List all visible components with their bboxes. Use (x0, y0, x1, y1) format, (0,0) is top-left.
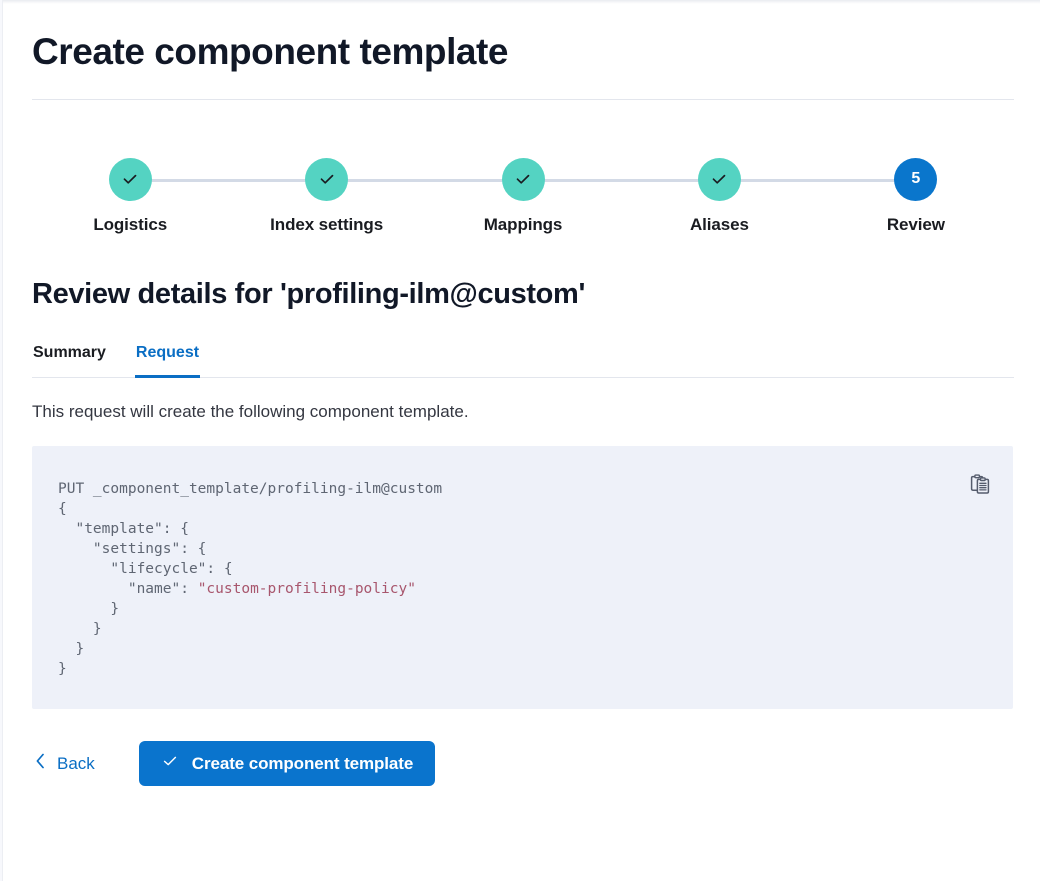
step-label: Aliases (690, 214, 749, 234)
copy-clipboard-icon[interactable] (965, 468, 997, 500)
window-left-edge (0, 0, 3, 881)
step-label: Review (886, 214, 945, 234)
create-component-template-label: Create component template (191, 753, 414, 773)
tab-summary[interactable]: Summary (32, 338, 107, 377)
page-title: Create component template (32, 31, 509, 72)
back-button[interactable]: Back (32, 746, 97, 781)
step-label: Index settings (270, 214, 384, 234)
step-connector (523, 178, 720, 182)
tab-request[interactable]: Request (134, 338, 201, 378)
window-top-edge (0, 0, 1040, 4)
request-code-panel: PUT _component_template/profiling-ilm@cu… (32, 446, 1013, 710)
step-review[interactable]: 5 Review (818, 157, 1014, 235)
page-body: Create component template Logistics (32, 0, 1014, 787)
code-body-after: } } } } (58, 601, 120, 678)
check-icon (161, 752, 179, 775)
check-icon (709, 169, 729, 189)
code-string-value: "custom-profiling-policy" (197, 581, 416, 598)
step-indicator-complete[interactable] (697, 157, 741, 201)
wizard-actions: Back Create component template (32, 741, 1014, 787)
request-code-block: PUT _component_template/profiling-ilm@cu… (32, 446, 1013, 679)
review-tabs: Summary Request (32, 338, 1014, 378)
step-indicator-current[interactable]: 5 (894, 157, 938, 201)
request-description: This request will create the following c… (32, 401, 469, 421)
step-mappings[interactable]: Mappings (425, 157, 720, 235)
step-connector (326, 178, 524, 182)
check-icon (317, 169, 337, 189)
step-logistics[interactable]: Logistics (32, 157, 327, 235)
wizard-stepper: Logistics Index settings (32, 157, 1014, 235)
code-request-line: PUT _component_template/profiling-ilm@cu… (58, 481, 443, 498)
review-section-title: Review details for 'profiling-ilm@custom… (32, 277, 586, 310)
step-indicator-complete[interactable] (108, 157, 152, 201)
step-number: 5 (911, 170, 921, 188)
create-component-template-button[interactable]: Create component template (138, 741, 436, 787)
step-index-settings[interactable]: Index settings (228, 157, 524, 235)
step-connector (719, 178, 916, 182)
step-label: Mappings (483, 214, 563, 234)
check-icon (120, 169, 140, 189)
check-icon (513, 169, 533, 189)
code-body-before: { "template": { "settings": { "lifecycle… (58, 501, 233, 598)
chevron-left-icon (34, 752, 47, 775)
step-indicator-complete[interactable] (305, 157, 349, 201)
step-connector (130, 178, 327, 182)
back-button-label: Back (57, 753, 95, 773)
header-divider (32, 98, 1014, 100)
step-indicator-complete[interactable] (501, 157, 545, 201)
step-aliases[interactable]: Aliases (621, 157, 916, 235)
step-label: Logistics (93, 214, 168, 234)
